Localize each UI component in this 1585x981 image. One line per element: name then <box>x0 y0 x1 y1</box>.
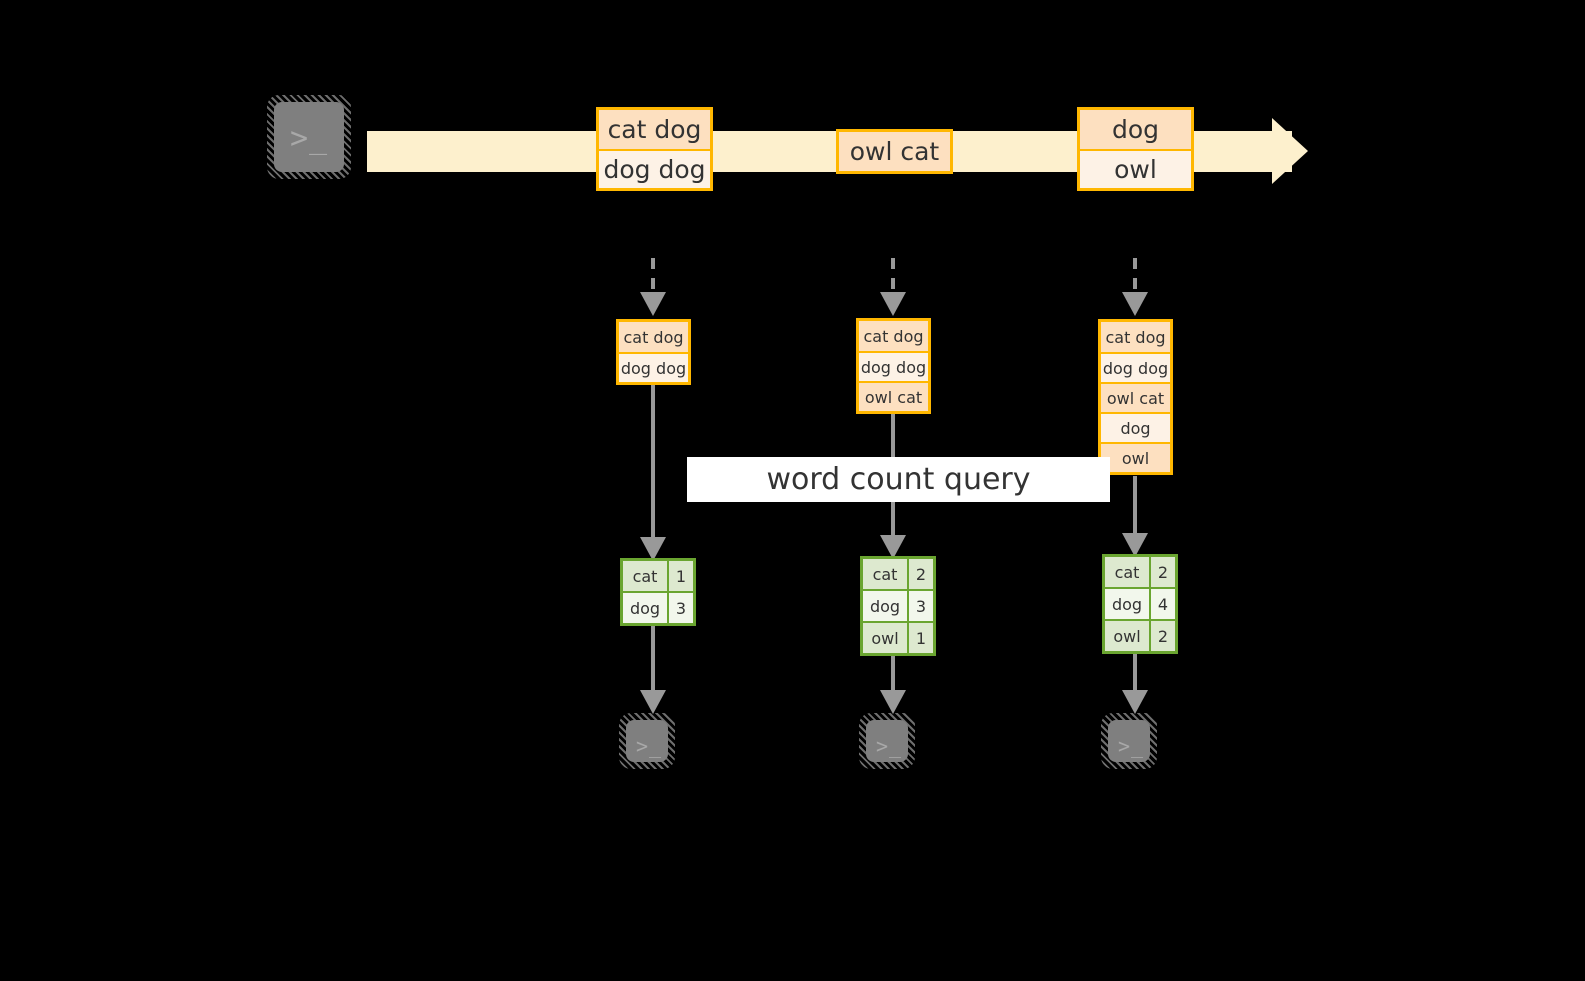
count-cell: 2 <box>907 559 933 589</box>
table-row: owl 2 <box>1105 619 1175 651</box>
word-cell: cat <box>623 561 667 591</box>
query-arrowhead <box>880 535 906 559</box>
input-line: dog dog <box>1101 352 1170 382</box>
input-line: owl cat <box>1101 382 1170 412</box>
query-label: word count query <box>687 457 1110 502</box>
sink-connector <box>651 622 655 694</box>
word-cell: cat <box>863 559 907 589</box>
snapshot-arrowhead <box>880 292 906 316</box>
snapshot-connector <box>651 258 655 294</box>
terminal-face <box>1108 720 1150 762</box>
word-cell: dog <box>623 593 667 623</box>
table-row: owl 1 <box>863 621 933 653</box>
input-line: dog <box>1101 412 1170 442</box>
terminal-face <box>274 102 344 172</box>
stream-arrowhead <box>1272 118 1308 184</box>
sink-arrowhead <box>1122 690 1148 714</box>
snapshot-connector <box>891 258 895 294</box>
input-line: cat dog <box>859 321 928 351</box>
count-cell: 2 <box>1149 621 1175 651</box>
count-cell: 3 <box>667 593 693 623</box>
sink-arrowhead <box>880 690 906 714</box>
column-input-box: cat dog dog dog <box>616 319 691 385</box>
word-cell: dog <box>1105 589 1149 619</box>
table-row: dog 3 <box>623 591 693 623</box>
result-table: cat 1 dog 3 <box>620 558 696 626</box>
source-terminal-icon: >_ <box>267 95 351 179</box>
result-table: cat 2 dog 4 owl 2 <box>1102 554 1178 654</box>
terminal-prompt-glyph: >_ <box>876 734 903 758</box>
snapshot-arrowhead <box>640 292 666 316</box>
query-arrowhead <box>1122 533 1148 557</box>
snapshot-arrowhead <box>1122 292 1148 316</box>
table-row: cat 2 <box>1105 557 1175 587</box>
table-row: dog 3 <box>863 589 933 621</box>
terminal-face <box>626 720 668 762</box>
sink-terminal-icon: >_ <box>619 713 675 769</box>
query-arrowhead <box>640 537 666 561</box>
word-cell: owl <box>1105 621 1149 651</box>
query-connector <box>651 383 655 541</box>
sink-connector <box>1133 650 1137 694</box>
count-cell: 3 <box>907 591 933 621</box>
sink-connector <box>891 652 895 694</box>
count-cell: 1 <box>907 623 933 653</box>
stream-record: dog owl <box>1077 107 1194 191</box>
record-line: owl cat <box>839 132 950 171</box>
input-line: cat dog <box>1101 322 1170 352</box>
snapshot-connector <box>1133 258 1137 294</box>
table-row: dog 4 <box>1105 587 1175 619</box>
input-line: owl <box>1101 442 1170 472</box>
table-row: cat 1 <box>623 561 693 591</box>
word-cell: cat <box>1105 557 1149 587</box>
terminal-prompt-glyph: >_ <box>636 734 663 758</box>
terminal-face <box>866 720 908 762</box>
column-input-box: cat dog dog dog owl cat <box>856 318 931 414</box>
stream-record: owl cat <box>836 129 953 174</box>
result-table: cat 2 dog 3 owl 1 <box>860 556 936 656</box>
record-line: owl <box>1080 149 1191 188</box>
sink-arrowhead <box>640 690 666 714</box>
count-cell: 2 <box>1149 557 1175 587</box>
column-input-box: cat dog dog dog owl cat dog owl <box>1098 319 1173 475</box>
table-row: cat 2 <box>863 559 933 589</box>
count-cell: 1 <box>667 561 693 591</box>
record-line: dog dog <box>599 149 710 188</box>
count-cell: 4 <box>1149 589 1175 619</box>
input-line: dog dog <box>619 352 688 382</box>
input-line: owl cat <box>859 381 928 411</box>
word-cell: owl <box>863 623 907 653</box>
record-line: cat dog <box>599 110 710 149</box>
sink-terminal-icon: >_ <box>859 713 915 769</box>
stream-record: cat dog dog dog <box>596 107 713 191</box>
input-line: cat dog <box>619 322 688 352</box>
terminal-prompt-glyph: >_ <box>290 121 329 156</box>
query-connector <box>1133 476 1137 540</box>
terminal-prompt-glyph: >_ <box>1118 734 1145 758</box>
record-line: dog <box>1080 110 1191 149</box>
sink-terminal-icon: >_ <box>1101 713 1157 769</box>
word-cell: dog <box>863 591 907 621</box>
input-line: dog dog <box>859 351 928 381</box>
